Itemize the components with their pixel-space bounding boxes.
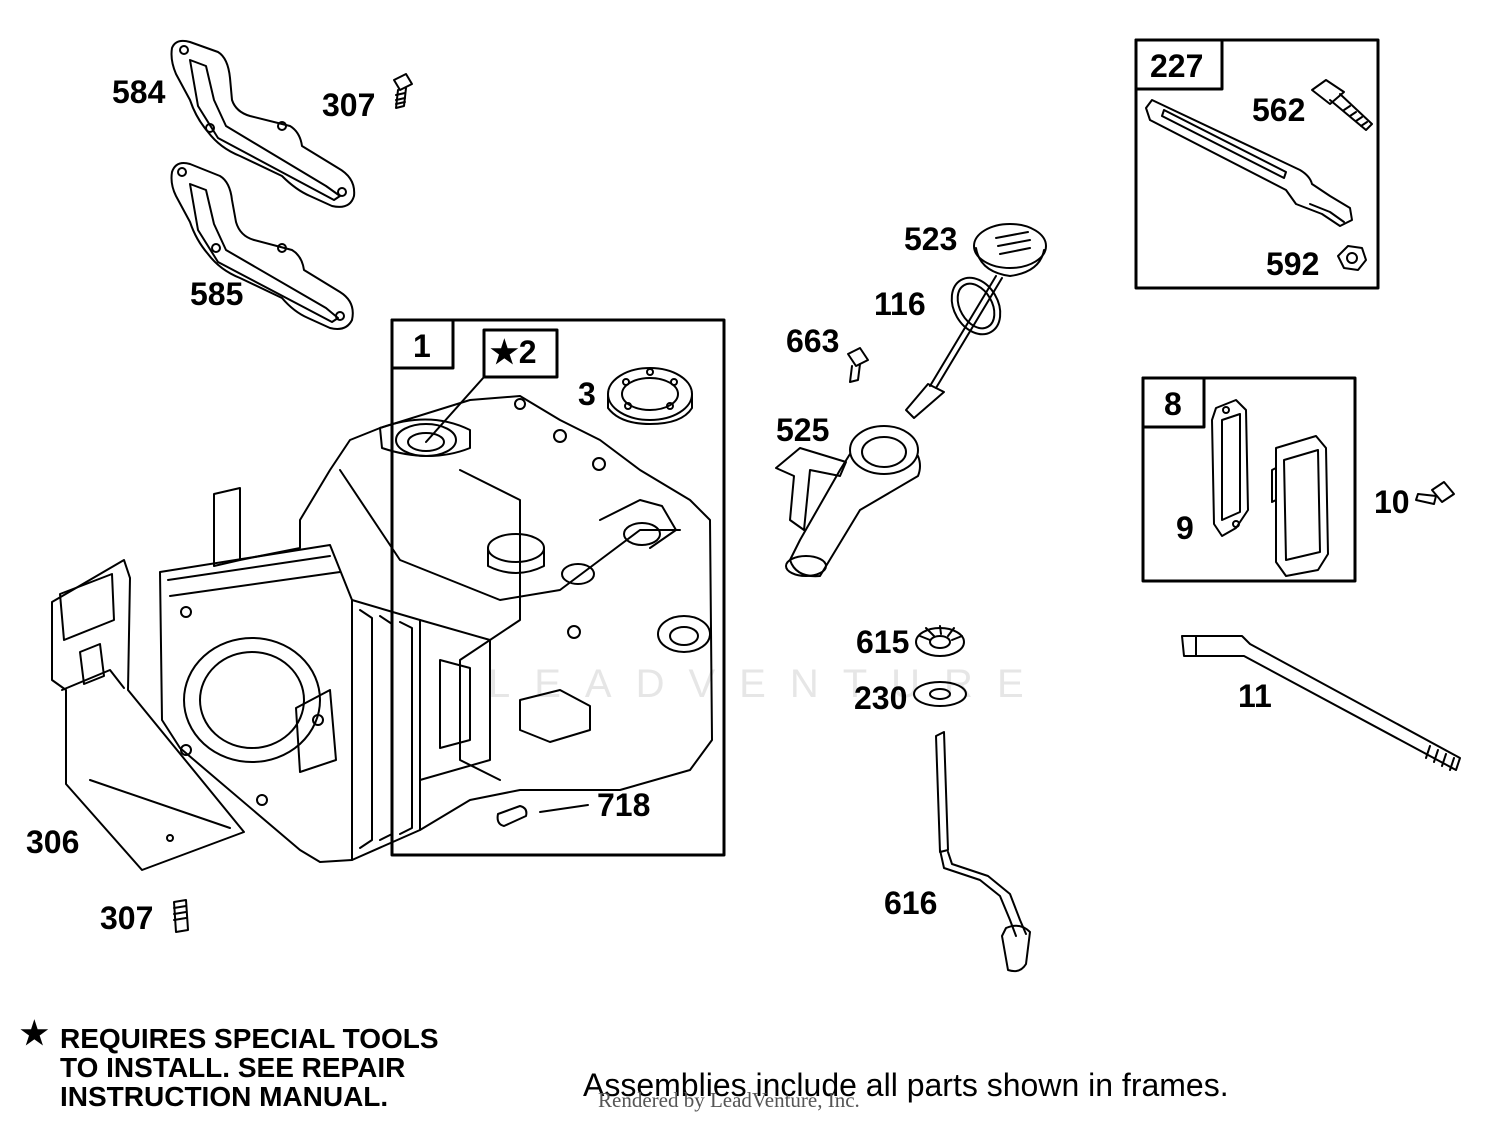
lever-616	[935, 731, 1031, 973]
note-line-3: INSTRUCTION MANUAL.	[60, 1081, 389, 1112]
note-line-2: TO INSTALL. SEE REPAIR	[60, 1052, 406, 1083]
label-9: 9	[1176, 510, 1194, 546]
label-227: 227	[1150, 48, 1204, 84]
gasket-9	[1211, 399, 1249, 537]
label-2: ★2	[490, 334, 537, 370]
washer-615	[915, 625, 965, 657]
label-10: 10	[1374, 484, 1410, 520]
dipstick-tube-525	[775, 425, 921, 578]
label-592: 592	[1266, 246, 1320, 282]
label-230: 230	[854, 680, 908, 716]
dipstick-523	[905, 223, 1047, 419]
gasket-584	[170, 39, 356, 208]
label-8: 8	[1164, 386, 1182, 422]
cover-9	[1271, 435, 1329, 577]
bolt-562	[1311, 79, 1373, 131]
frame-1	[390, 318, 726, 857]
frame-227-label-box	[1134, 38, 1224, 91]
label-11: 11	[1238, 678, 1272, 714]
label-307-bottom: 307	[100, 900, 154, 936]
frame-1-label-box	[390, 318, 455, 370]
label-116: 116	[874, 286, 926, 322]
label-307-top: 307	[322, 87, 376, 123]
oring-116	[950, 276, 1002, 336]
shield-306	[51, 559, 245, 871]
label-562: 562	[1252, 92, 1306, 128]
label-663: 663	[786, 323, 840, 359]
bolt-307-top	[393, 73, 413, 109]
label-525: 525	[776, 412, 830, 448]
label-585: 585	[190, 276, 244, 312]
pin-718	[496, 804, 589, 827]
assemblies-caption: Assemblies include all parts shown in fr…	[583, 1067, 1229, 1103]
label-306: 306	[26, 824, 80, 860]
engine-block	[159, 395, 713, 863]
label-523: 523	[904, 221, 958, 257]
label-3: 3	[578, 376, 596, 412]
bracket-227	[1145, 99, 1353, 227]
nut-592	[1337, 245, 1367, 271]
frame-8	[1141, 376, 1357, 583]
frame-227	[1134, 38, 1380, 290]
bolt-307-bottom	[173, 899, 189, 933]
label-616: 616	[884, 885, 938, 921]
star-icon: ★	[20, 1015, 49, 1051]
label-615: 615	[856, 624, 910, 660]
render-credit: Rendered by LeadVenture, Inc.	[598, 1088, 860, 1112]
frame-2-label-box	[482, 328, 559, 379]
label-584: 584	[112, 74, 166, 110]
label-1: 1	[413, 328, 431, 364]
washer-230	[913, 681, 967, 707]
tube-11	[1181, 635, 1461, 771]
special-tools-note: REQUIRES SPECIAL TOOLS TO INSTALL. SEE R…	[60, 1024, 439, 1111]
gasket-585	[170, 162, 354, 330]
bolt-663	[847, 347, 869, 383]
screw-10	[1415, 481, 1455, 505]
label-718: 718	[597, 787, 651, 823]
frame-8-label-box	[1141, 376, 1206, 429]
note-line-1: REQUIRES SPECIAL TOOLS	[60, 1023, 439, 1054]
seal-3	[607, 367, 693, 425]
